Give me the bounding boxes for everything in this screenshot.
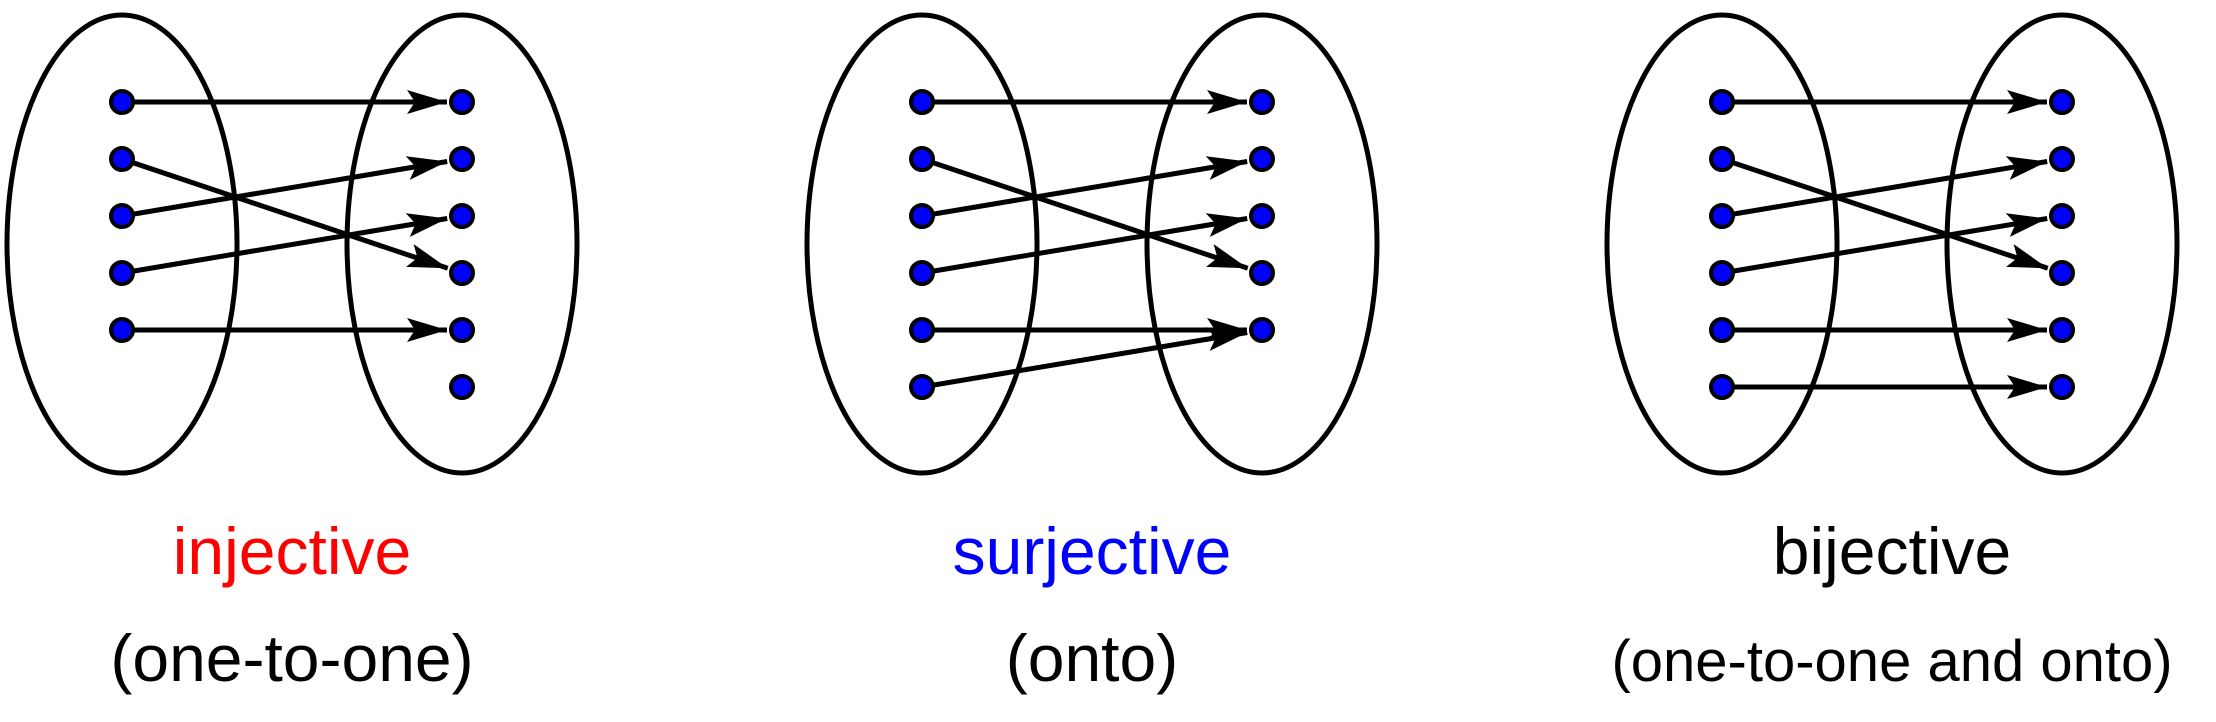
codomain-point xyxy=(449,146,475,172)
codomain-point xyxy=(449,317,475,343)
domain-point xyxy=(1709,260,1735,286)
mapping-arrow xyxy=(1721,213,2048,276)
domain-point xyxy=(109,317,135,343)
codomain-set-ellipse xyxy=(1944,12,2180,476)
codomain-point xyxy=(2049,89,2075,115)
panel-title: injective xyxy=(173,514,411,588)
domain-set-ellipse xyxy=(804,12,1040,476)
domain-set-ellipse xyxy=(4,12,240,476)
codomain-point xyxy=(2049,374,2075,400)
codomain-point xyxy=(1249,317,1275,343)
mapping-arrow xyxy=(121,156,448,219)
mapping-arrow xyxy=(121,156,449,271)
domain-point xyxy=(909,374,935,400)
panel-bijective: bijective (one-to-one and onto) xyxy=(1604,12,2180,694)
codomain-set-ellipse xyxy=(344,12,580,476)
domain-point xyxy=(909,317,935,343)
panel-subtitle: (one-to-one and onto) xyxy=(1611,629,2172,694)
codomain-points xyxy=(449,89,475,400)
codomain-point xyxy=(1249,89,1275,115)
domain-points xyxy=(1709,89,1735,400)
domain-point xyxy=(909,260,935,286)
domain-point xyxy=(109,203,135,229)
domain-point xyxy=(909,146,935,172)
panel-subtitle: (one-to-one) xyxy=(110,621,473,695)
panel-subtitle: (onto) xyxy=(1006,621,1178,695)
domain-points xyxy=(109,89,135,343)
mapping-arrow xyxy=(921,156,1249,271)
panel-surjective: surjective (onto) xyxy=(804,12,1380,695)
mapping-arrow xyxy=(121,213,448,276)
domain-point xyxy=(1709,374,1735,400)
mapping-arrow xyxy=(921,156,1248,219)
mapping-arrow xyxy=(1721,156,2048,219)
domain-set-ellipse xyxy=(1604,12,1840,476)
mapping-arrow xyxy=(1721,156,2049,271)
codomain-point xyxy=(449,89,475,115)
codomain-points xyxy=(2049,89,2075,400)
domain-point xyxy=(909,89,935,115)
panel-title: surjective xyxy=(953,514,1232,588)
codomain-point xyxy=(2049,260,2075,286)
codomain-point xyxy=(1249,260,1275,286)
codomain-point xyxy=(2049,317,2075,343)
panel-injective: injective (one-to-one) xyxy=(4,12,580,695)
domain-point xyxy=(109,89,135,115)
mapping-arrow xyxy=(921,213,1248,276)
mapping-arrows xyxy=(121,90,449,342)
codomain-point xyxy=(449,203,475,229)
codomain-point xyxy=(1249,146,1275,172)
domain-point xyxy=(1709,89,1735,115)
domain-point xyxy=(909,203,935,229)
codomain-set-ellipse xyxy=(1144,12,1380,476)
domain-point xyxy=(1709,146,1735,172)
mapping-arrows xyxy=(1721,90,2049,399)
domain-point xyxy=(109,260,135,286)
domain-point xyxy=(1709,317,1735,343)
domain-point xyxy=(1709,203,1735,229)
codomain-point xyxy=(2049,203,2075,229)
codomain-point xyxy=(449,260,475,286)
mapping-arrow xyxy=(921,327,1248,390)
codomain-point xyxy=(1249,203,1275,229)
codomain-point xyxy=(2049,146,2075,172)
codomain-point xyxy=(449,374,475,400)
panel-title: bijective xyxy=(1773,514,2011,588)
codomain-points xyxy=(1249,89,1275,343)
mapping-arrows xyxy=(921,90,1249,390)
domain-point xyxy=(109,146,135,172)
domain-points xyxy=(909,89,935,400)
